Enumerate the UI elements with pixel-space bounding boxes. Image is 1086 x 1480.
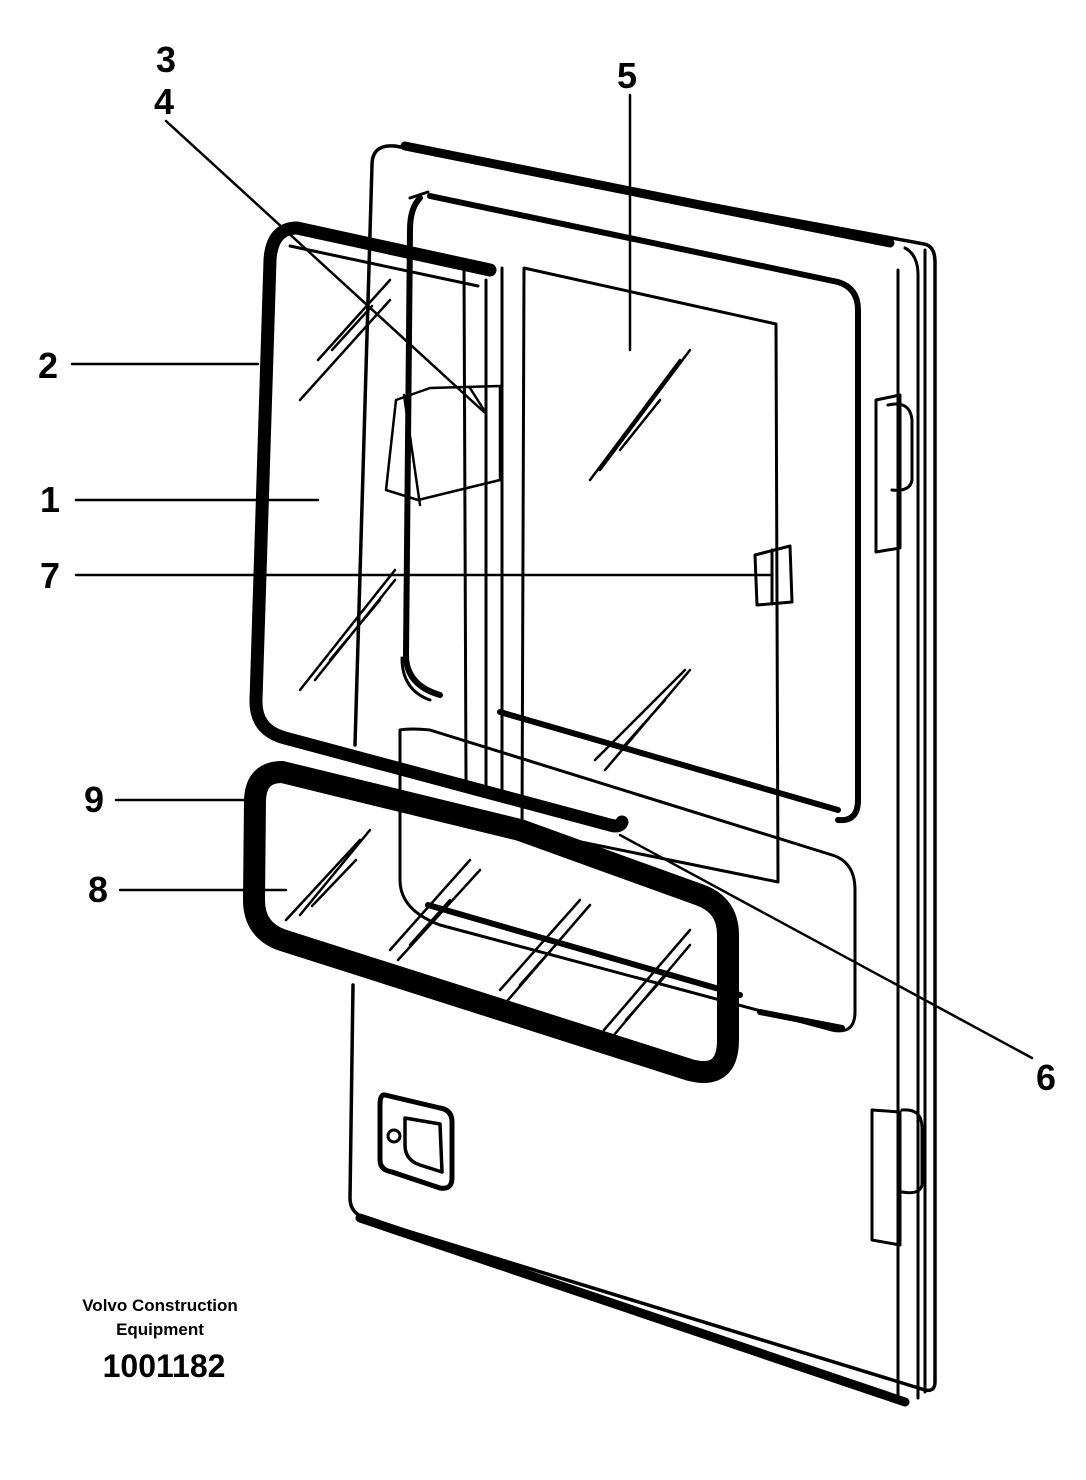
caption-drawing-code: 1001182: [102, 1348, 226, 1384]
door-handle-grip: [403, 1116, 444, 1174]
callout-2: 2: [38, 345, 59, 386]
upper-seal: [249, 221, 629, 833]
door-handle-recess: [377, 1092, 455, 1191]
lower-frame-edge: [425, 902, 845, 1031]
sliding-window-glass: [520, 266, 780, 884]
caption-company-line1: Volvo Construction: [82, 1296, 238, 1315]
channel-connector: [384, 384, 502, 507]
window-latch: [753, 544, 794, 607]
callout-6: 6: [1036, 1057, 1057, 1098]
callout-8: 8: [88, 869, 109, 910]
callout-5: 5: [617, 55, 638, 96]
door-top-edge: [400, 141, 895, 248]
lower-hinge: [870, 1108, 924, 1247]
lock-cylinder: [386, 1128, 402, 1144]
glass-reflections: [284, 278, 692, 1037]
callout-7: 7: [40, 555, 61, 596]
sliding-window-rail: [462, 266, 504, 792]
lower-seal-top: [271, 761, 531, 841]
lower-seal: [243, 761, 739, 1083]
door-bottom-edge: [355, 1213, 910, 1407]
callout-4: 4: [154, 81, 175, 122]
door-panel-outline: [348, 144, 937, 1393]
leader-lines: [70, 93, 1034, 1060]
upper-frame-opening: [403, 193, 861, 824]
upper-seal-top: [290, 221, 497, 277]
callout-3: 3: [156, 39, 177, 80]
upper-hinge: [874, 393, 914, 554]
door-right-edge: [903, 246, 927, 1400]
caption-company-line2: Equipment: [116, 1320, 204, 1339]
callout-9: 9: [84, 779, 105, 820]
callout-1: 1: [40, 479, 61, 520]
lower-frame-opening: [398, 727, 857, 1033]
upper-frame-inner: [400, 190, 432, 702]
upper-glass-outline: [288, 244, 480, 288]
